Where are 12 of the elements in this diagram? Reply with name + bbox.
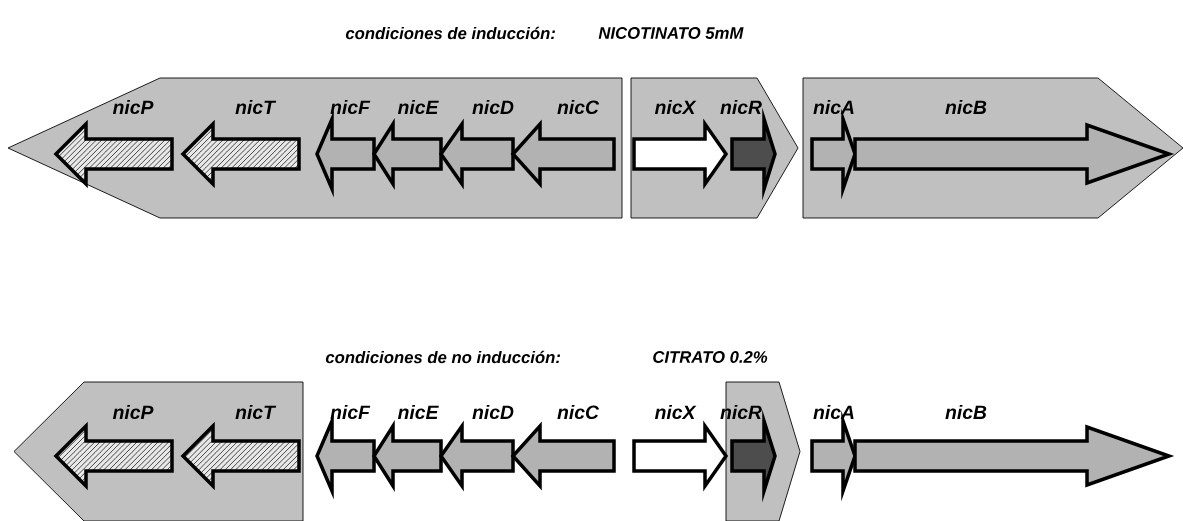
- condition-label: condiciones de inducción:: [345, 26, 556, 40]
- condition-label: CITRATO 0.2%: [653, 351, 768, 363]
- gene-symbol: nicT: [235, 404, 277, 420]
- gene-symbol: nicP: [112, 99, 154, 115]
- condition-label: condiciones de no inducción:: [325, 350, 561, 364]
- gene-symbol: [180, 119, 301, 189]
- gene-symbol: nicT: [235, 99, 277, 115]
- gene-symbol: [53, 421, 174, 491]
- gene-symbol: [180, 421, 301, 491]
- gene-symbol: nicP: [112, 404, 154, 420]
- condition-label: NICOTINATO 5mM: [598, 27, 744, 39]
- gene-symbol: [53, 119, 174, 189]
